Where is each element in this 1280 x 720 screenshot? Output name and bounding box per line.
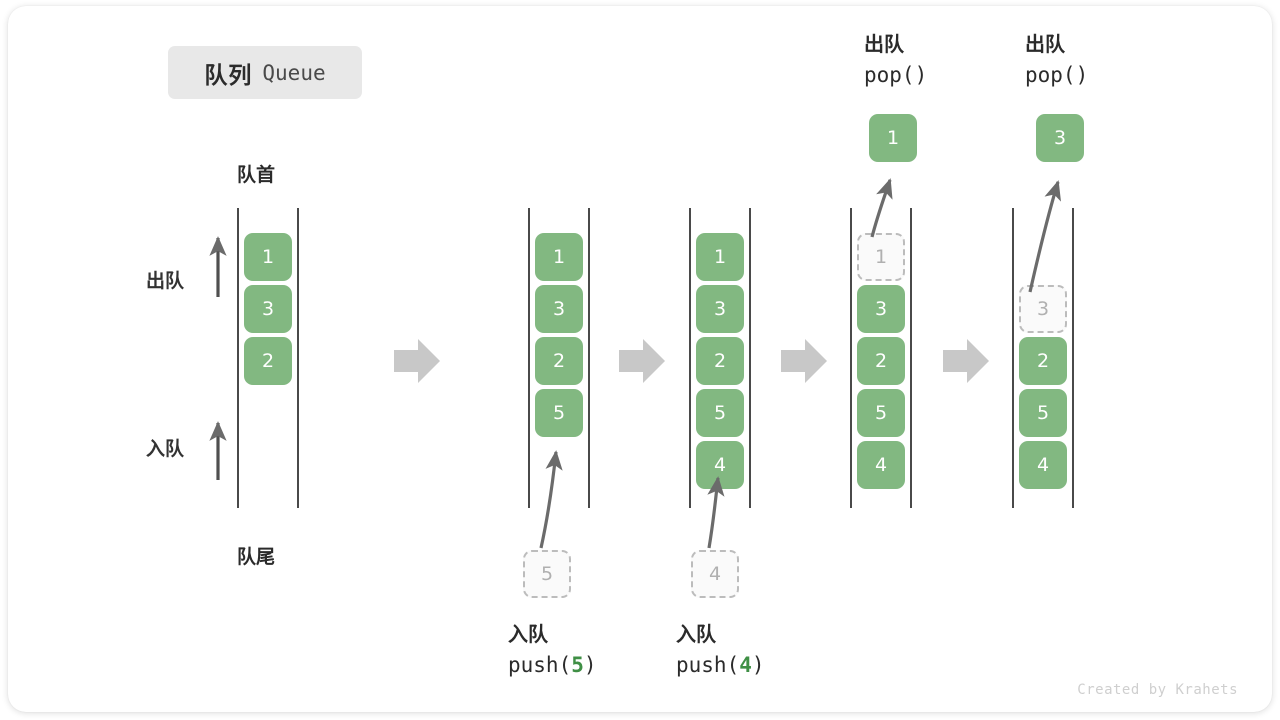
- operation-code: pop(): [1025, 60, 1088, 92]
- queue-cell: 5: [696, 389, 744, 437]
- code-suffix: ): [1075, 63, 1089, 87]
- queue-cell: 3: [857, 285, 905, 333]
- rail-line-left: [850, 208, 852, 508]
- queue-rail-after-push-4: [689, 208, 751, 508]
- label-dequeue-direction: 出队: [146, 271, 185, 292]
- queue-cell: 2: [535, 337, 583, 385]
- rail-line-left: [528, 208, 530, 508]
- rail-line-left: [689, 208, 691, 508]
- popped-value-cell: 3: [1036, 114, 1084, 162]
- queue-cell: 2: [696, 337, 744, 385]
- label-queue-front: 队首: [237, 165, 276, 186]
- rail-line-left: [1012, 208, 1014, 508]
- queue-cell: 5: [1019, 389, 1067, 437]
- operation-caption-pop-3: 出队 pop(): [1025, 30, 1088, 92]
- queue-cell: 1: [244, 233, 292, 281]
- queue-cell: 3: [244, 285, 292, 333]
- rail-line-left: [237, 208, 239, 508]
- rail-line-right: [297, 208, 299, 508]
- queue-cell: 5: [535, 389, 583, 437]
- queue-rail-after-pop-3: [1012, 208, 1074, 508]
- queue-cell: 3: [696, 285, 744, 333]
- queue-cell: 4: [696, 441, 744, 489]
- code-prefix: push(: [676, 653, 740, 677]
- label-enqueue-direction: 入队: [146, 439, 185, 460]
- queue-cell: 5: [857, 389, 905, 437]
- code-prefix: pop(: [1025, 63, 1076, 87]
- operation-code: pop(): [864, 60, 927, 92]
- pending-push-cell: 4: [691, 550, 739, 598]
- queue-cell: 2: [244, 337, 292, 385]
- label-queue-rear: 队尾: [237, 547, 276, 568]
- queue-rail-initial: [237, 208, 299, 508]
- title-chinese: 队列: [204, 61, 253, 88]
- queue-cell: 2: [857, 337, 905, 385]
- queue-rail-after-pop-1: [850, 208, 912, 508]
- popped-slot-cell: 1: [857, 233, 905, 281]
- code-arg: 5: [571, 653, 584, 677]
- operation-caption-pop-1: 出队 pop(): [864, 30, 927, 92]
- rail-line-right: [1072, 208, 1074, 508]
- code-suffix: ): [583, 653, 597, 677]
- popped-value-cell: 1: [869, 114, 917, 162]
- operation-code: push(4): [676, 650, 765, 682]
- operation-caption-push-5: 入队 push(5): [508, 620, 597, 682]
- operation-label: 出队: [1025, 34, 1065, 56]
- queue-cell: 3: [535, 285, 583, 333]
- code-prefix: pop(: [864, 63, 915, 87]
- queue-rail-after-push-5: [528, 208, 590, 508]
- operation-label: 出队: [864, 34, 904, 56]
- operation-label: 入队: [508, 624, 548, 646]
- queue-cell: 2: [1019, 337, 1067, 385]
- operation-code: push(5): [508, 650, 597, 682]
- code-prefix: push(: [508, 653, 572, 677]
- rail-line-right: [910, 208, 912, 508]
- operation-label: 入队: [676, 624, 716, 646]
- operation-caption-push-4: 入队 push(4): [676, 620, 765, 682]
- rail-line-right: [749, 208, 751, 508]
- queue-cell: 4: [1019, 441, 1067, 489]
- code-suffix: ): [751, 653, 765, 677]
- queue-cell: 1: [535, 233, 583, 281]
- queue-cell: 1: [696, 233, 744, 281]
- footer-credit: Created by Krahets: [1077, 682, 1238, 698]
- title-badge: 队列 Queue: [168, 46, 362, 99]
- pending-push-cell: 5: [523, 550, 571, 598]
- queue-cell: 4: [857, 441, 905, 489]
- rail-line-right: [588, 208, 590, 508]
- code-arg: 4: [739, 653, 752, 677]
- code-suffix: ): [914, 63, 928, 87]
- popped-slot-cell: 3: [1019, 285, 1067, 333]
- title-english: Queue: [262, 60, 326, 85]
